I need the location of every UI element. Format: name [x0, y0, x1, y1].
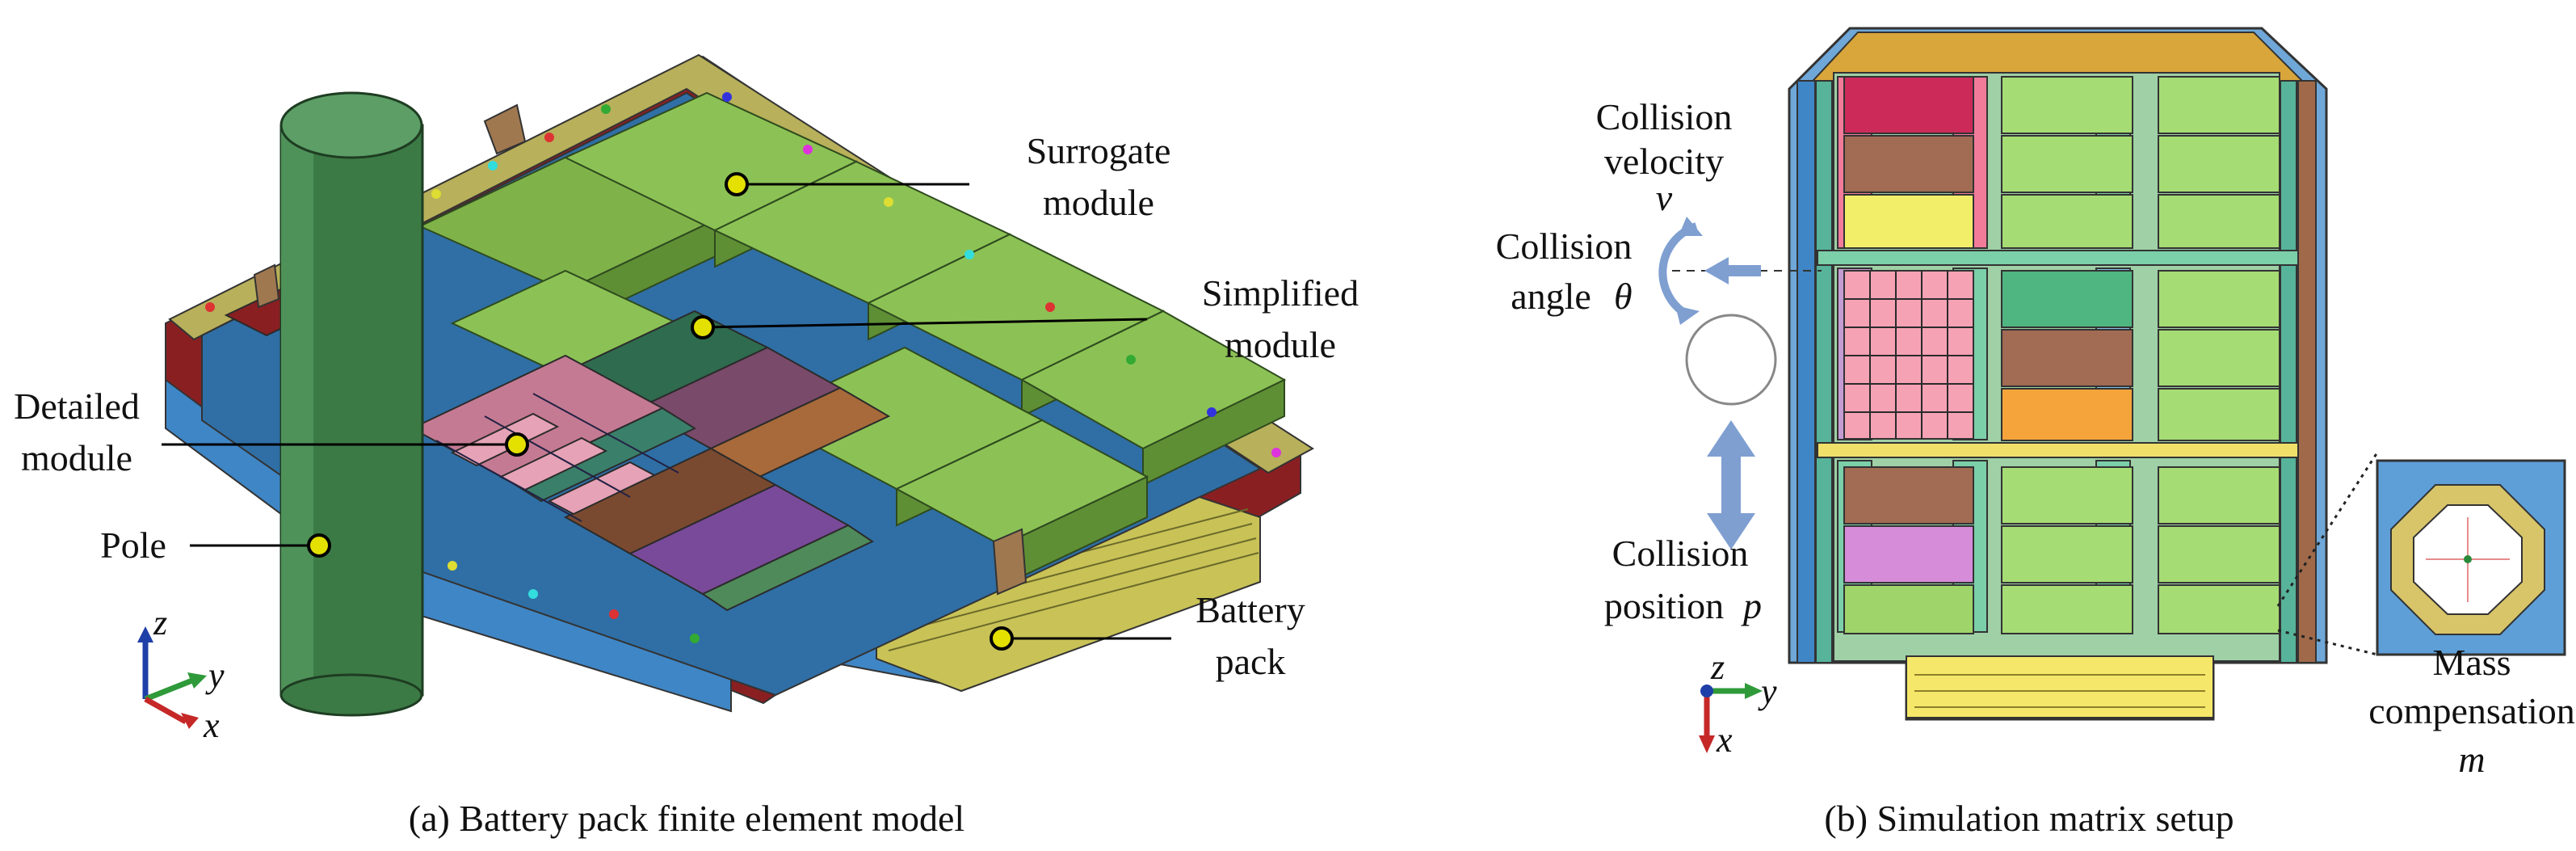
modules-top-view — [1837, 76, 2280, 634]
marker-pole — [307, 533, 331, 558]
label-velocity-symbol: v — [1656, 177, 1673, 218]
panel-a: Surrogate module Simplified module Detai… — [14, 53, 1359, 839]
marker-simplified — [691, 315, 715, 339]
label-angle-line2: angle — [1511, 276, 1591, 317]
collision-indicators — [1658, 217, 1822, 550]
mount-brackets — [253, 103, 1027, 596]
label-mass-line1: Mass — [2432, 642, 2511, 683]
label-angle-symbol: θ — [1614, 276, 1633, 317]
label-angle-line1: Collision — [1496, 225, 1633, 267]
label-battery-line1: Battery — [1196, 589, 1305, 630]
position-arrow — [1707, 420, 1755, 550]
label-pole: Pole — [100, 525, 166, 566]
label-surrogate-line2: module — [1043, 182, 1154, 223]
label-mass-line2: compensation — [2368, 690, 2575, 731]
mass-compensation-inset — [2276, 452, 2566, 656]
axis-x-label-b: x — [1716, 720, 1733, 760]
label-position-symbol: p — [1741, 585, 1762, 626]
axis-x-label: x — [203, 706, 220, 745]
axis-y-label: y — [205, 655, 225, 695]
label-simplified-line1: Simplified — [1202, 272, 1359, 314]
axis-z-label-b: z — [1710, 647, 1725, 687]
caption-b: (b) Simulation matrix setup — [1824, 798, 2234, 839]
label-battery-line2: pack — [1216, 641, 1286, 682]
marker-detailed — [505, 432, 529, 457]
velocity-arrow — [1704, 257, 1761, 284]
pole — [279, 91, 424, 717]
panel-b: Collision velocity v Collision angle θ C… — [1496, 27, 2575, 839]
callouts-a — [162, 172, 1171, 651]
marker-surrogate — [725, 172, 749, 196]
label-detailed-line2: module — [21, 437, 132, 478]
label-position-line1: Collision — [1612, 533, 1749, 574]
label-velocity-line2: velocity — [1604, 141, 1724, 182]
marker-battery-pack — [990, 626, 1014, 651]
label-mass-symbol: m — [2458, 739, 2485, 780]
pole-section — [1685, 314, 1777, 406]
caption-a: (a) Battery pack finite element model — [409, 798, 964, 839]
axis-z-label: z — [153, 603, 167, 642]
label-surrogate-line1: Surrogate — [1027, 130, 1171, 171]
axis-y-label-b: y — [1758, 672, 1777, 711]
label-velocity-line1: Collision — [1596, 96, 1733, 137]
detailed-module — [410, 354, 697, 522]
triad-a: z y x — [137, 603, 225, 745]
simplified-modules — [224, 241, 891, 612]
leader-simplified — [702, 318, 1148, 329]
label-detailed-line1: Detailed — [14, 385, 140, 427]
label-position-line2: position — [1604, 585, 1724, 626]
label-simplified-line2: module — [1225, 324, 1336, 365]
triad-b: z y x — [1699, 647, 1777, 760]
